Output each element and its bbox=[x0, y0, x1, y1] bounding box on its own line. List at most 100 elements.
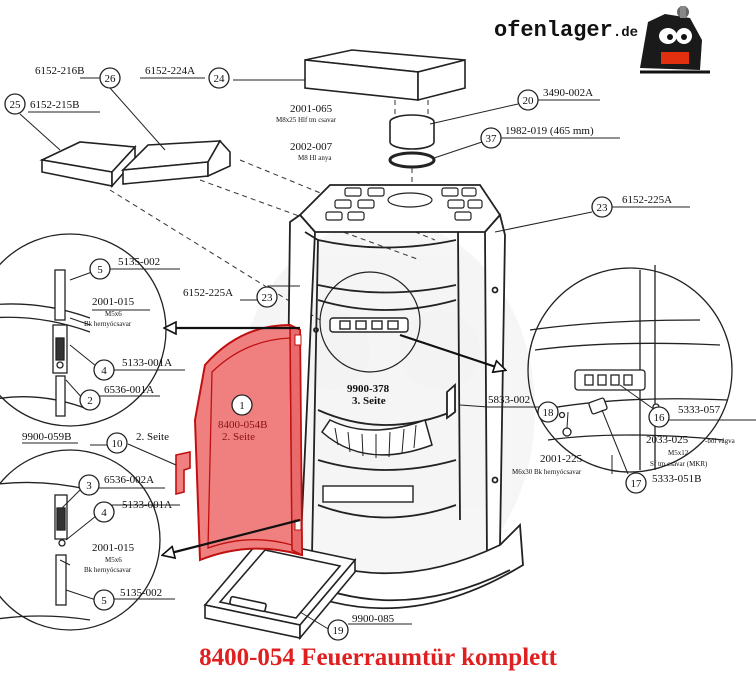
svg-text:5: 5 bbox=[97, 264, 103, 276]
brand-name: ofenlager.de bbox=[494, 18, 638, 43]
label-9900-059B: 9900-059B bbox=[22, 431, 72, 443]
label-5133-001A-bottom: 5133-001A bbox=[122, 499, 172, 511]
ash-pan-19 bbox=[203, 539, 357, 641]
seal-ring-37 bbox=[388, 151, 436, 169]
detail-circle-right bbox=[527, 265, 733, 473]
label-6152-225A-right: 6152-225A bbox=[622, 194, 672, 206]
detail-arrows bbox=[163, 328, 505, 555]
callout-1: 1 bbox=[231, 394, 253, 416]
svg-text:24: 24 bbox=[214, 73, 226, 85]
label-screw-desc-top: Bk hernyócsavar bbox=[84, 320, 132, 328]
callouts: 26 24 25 20 37 23 23 5 4 2 10 3 4 5 1 18… bbox=[4, 67, 670, 641]
label-6536-002A: 6536-002A bbox=[104, 474, 154, 486]
cover-stone-26 bbox=[120, 139, 231, 185]
label-screw-size-bottom: M5x6 bbox=[105, 556, 122, 564]
label-9900-378: 9900-378 bbox=[347, 383, 390, 395]
leader-lines bbox=[19, 73, 756, 631]
svg-text:10: 10 bbox=[112, 438, 124, 450]
svg-text:4: 4 bbox=[101, 365, 107, 377]
svg-text:25: 25 bbox=[10, 99, 22, 111]
part-labels: 6152-216B 6152-224A 6152-215B 3490-002A … bbox=[22, 65, 736, 625]
callout-23-left: 23 bbox=[256, 286, 278, 308]
fire-door-1 bbox=[175, 323, 304, 562]
label-2033-desc2: Sf tm csavar (MKR) bbox=[650, 460, 708, 468]
label-6152-225A-left: 6152-225A bbox=[183, 287, 233, 299]
callout-19: 19 bbox=[327, 619, 349, 641]
svg-text:2: 2 bbox=[87, 395, 93, 407]
lower-slot bbox=[322, 485, 414, 503]
detail-circle-left-bottom bbox=[0, 449, 161, 631]
svg-text:5: 5 bbox=[101, 595, 107, 607]
svg-text:26: 26 bbox=[105, 73, 117, 85]
svg-text:20: 20 bbox=[523, 95, 535, 107]
svg-text:23: 23 bbox=[262, 292, 274, 304]
label-2033-desc: -ból vágva bbox=[705, 437, 736, 445]
label-nut-desc: M8 Hl anya bbox=[298, 154, 332, 162]
label-2033-size: M5x12 bbox=[668, 449, 689, 457]
callout-17: 17 bbox=[625, 472, 647, 494]
label-8400-054B: 8400-054B bbox=[218, 419, 268, 431]
svg-text:17: 17 bbox=[631, 478, 643, 490]
label-5135-002-bottom: 5135-002 bbox=[120, 587, 162, 599]
label-bolt-desc: M8x25 Hlf tm csavar bbox=[276, 116, 337, 124]
label-2001-065: 2001-065 bbox=[290, 103, 333, 115]
label-screw-size-top: M5x6 bbox=[105, 310, 122, 318]
svg-text:16: 16 bbox=[654, 412, 666, 424]
label-2001-225: 2001-225 bbox=[540, 453, 583, 465]
label-6152-215B: 6152-215B bbox=[30, 99, 80, 111]
callout-26: 26 bbox=[99, 67, 121, 89]
flue-collar-20 bbox=[389, 114, 435, 150]
svg-text:19: 19 bbox=[333, 625, 345, 637]
label-5135-002-top: 5135-002 bbox=[118, 256, 160, 268]
brand-suffix: .de bbox=[612, 25, 639, 41]
label-1982-019: 1982-019 (465 mm) bbox=[505, 125, 594, 137]
brand-name-text: ofenlager bbox=[494, 18, 613, 43]
label-6152-224A: 6152-224A bbox=[145, 65, 195, 77]
page-title: 8400-054 Feuerraumtür komplett bbox=[199, 644, 557, 671]
detail-circle-center bbox=[319, 271, 421, 373]
callout-5-top: 5 bbox=[89, 258, 111, 280]
detail-circle-left-top bbox=[0, 233, 167, 427]
control-bar bbox=[329, 317, 409, 333]
label-5333-051B: 5333-051B bbox=[652, 473, 702, 485]
label-3490-002A: 3490-002A bbox=[543, 87, 593, 99]
label-5333-057: 5333-057 bbox=[678, 404, 721, 416]
fire-grate bbox=[321, 419, 433, 458]
cover-stone-25 bbox=[39, 141, 137, 189]
callout-37: 37 bbox=[480, 127, 502, 149]
label-5133-001A-top: 5133-001A bbox=[122, 357, 172, 369]
label-screw-desc-bottom: Bk hernyócsavar bbox=[84, 566, 132, 574]
callout-16: 16 bbox=[648, 406, 670, 428]
callout-10: 10 bbox=[106, 432, 128, 454]
callout-4-top: 4 bbox=[93, 359, 115, 381]
svg-text:37: 37 bbox=[486, 133, 498, 145]
svg-text:3: 3 bbox=[86, 480, 92, 492]
label-5833-002: 5833-002 bbox=[488, 394, 530, 406]
top-plate-24 bbox=[304, 49, 466, 102]
callout-4-bottom: 4 bbox=[93, 501, 115, 523]
label-9900-085: 9900-085 bbox=[352, 613, 395, 625]
label-p10-side: 2. Seite bbox=[136, 431, 169, 443]
label-2001-225-desc: M6x30 Bk hernyócsavar bbox=[512, 468, 582, 476]
label-door-side: 2. Seite bbox=[222, 431, 255, 443]
label-2033-025: 2033-025 bbox=[646, 434, 689, 446]
label-2001-015-top: 2001-015 bbox=[92, 296, 135, 308]
mascot-logo bbox=[640, 6, 710, 74]
svg-text:23: 23 bbox=[597, 202, 609, 214]
svg-text:18: 18 bbox=[543, 407, 555, 419]
label-2002-007: 2002-007 bbox=[290, 141, 333, 153]
label-6536-001A: 6536-001A bbox=[104, 384, 154, 396]
callout-25: 25 bbox=[4, 93, 26, 115]
callout-20: 20 bbox=[517, 89, 539, 111]
callout-2: 2 bbox=[79, 389, 101, 411]
label-2001-015-bottom: 2001-015 bbox=[92, 542, 135, 554]
callout-18: 18 bbox=[537, 401, 559, 423]
svg-text:4: 4 bbox=[101, 507, 107, 519]
callout-24: 24 bbox=[208, 67, 230, 89]
callout-23-right: 23 bbox=[591, 196, 613, 218]
callout-3: 3 bbox=[78, 474, 100, 496]
svg-text:1: 1 bbox=[239, 400, 245, 412]
callout-5-bottom: 5 bbox=[93, 589, 115, 611]
label-6152-216B: 6152-216B bbox=[35, 65, 85, 77]
